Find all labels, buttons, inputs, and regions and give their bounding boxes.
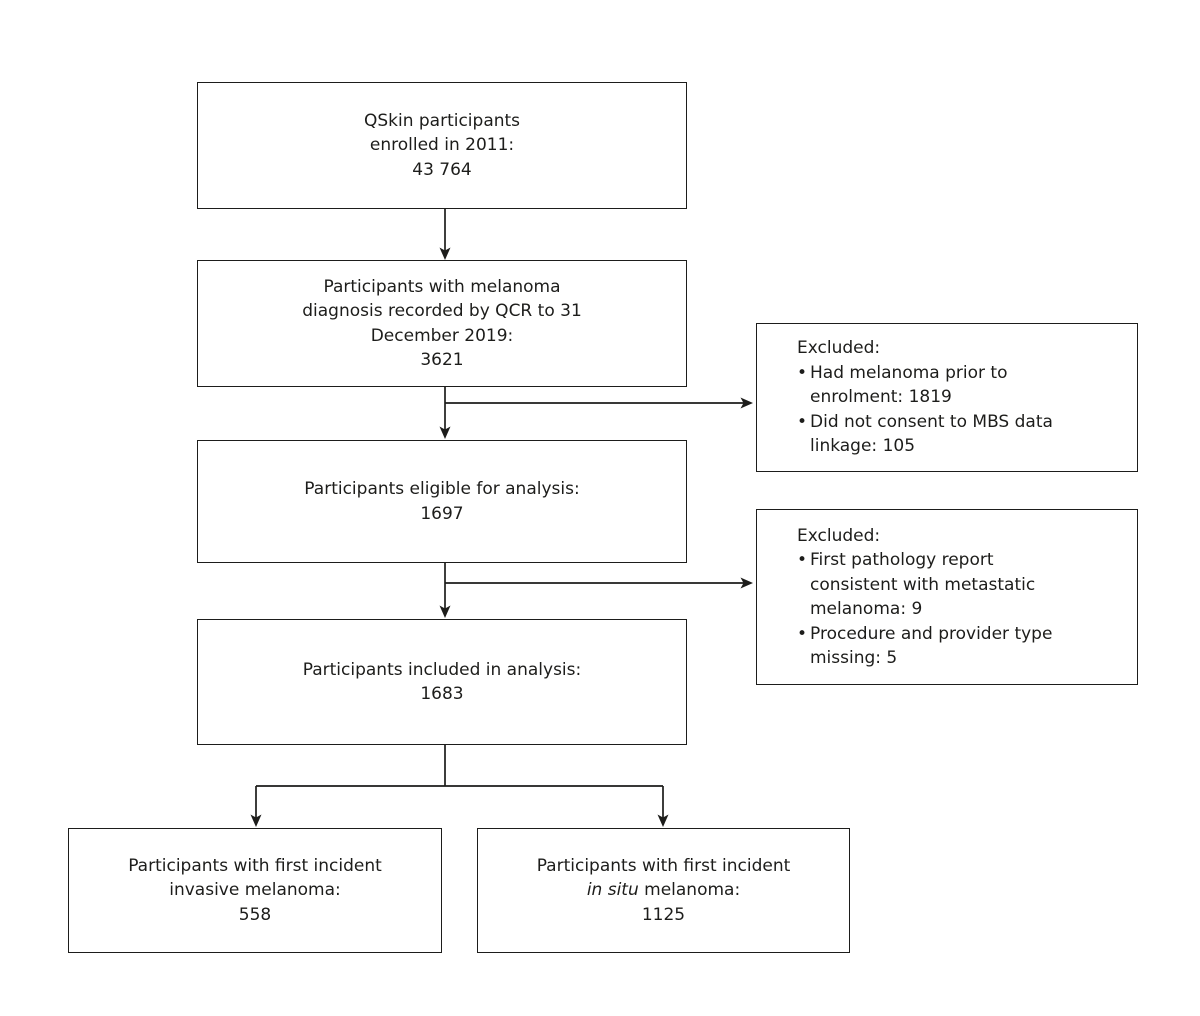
excluded-second-item-2: • Procedure and provider type missing: 5: [797, 622, 1052, 671]
arrow-enrolled-to-diagnosed: [439, 209, 451, 260]
in-situ-rest-text: melanoma:: [638, 880, 741, 901]
excluded-first-item-2-line-1: Did not consent to MBS data: [810, 411, 1053, 432]
box-invasive-melanoma: Participants with first incident invasiv…: [68, 828, 442, 953]
bullet-icon: •: [797, 550, 808, 570]
box-diagnosed: Participants with melanoma diagnosis rec…: [197, 260, 687, 387]
box-enrolled: QSkin participants enrolled in 2011: 43 …: [197, 82, 687, 209]
arrow-branch-to-excluded-second: [445, 577, 753, 589]
excluded-second-item-1: • First pathology report consistent with…: [797, 548, 1035, 622]
box-diagnosed-count: 3621: [420, 350, 464, 370]
excluded-first-item-2-line-2: linkage: 105: [810, 436, 916, 457]
in-situ-line-2: in situ melanoma:: [587, 878, 740, 903]
arrow-diagnosed-to-eligible: [439, 387, 451, 439]
in-situ-italic-text: in situ: [586, 880, 639, 901]
box-included-line-1: Participants included in analysis:: [302, 659, 582, 680]
box-excluded-second: Excluded: • First pathology report consi…: [756, 509, 1138, 685]
excluded-first-item-2: • Did not consent to MBS data linkage: 1…: [797, 410, 1053, 459]
invasive-line-2: invasive melanoma:: [169, 880, 341, 901]
arrow-eligible-to-included: [439, 563, 451, 618]
excluded-second-item-1-line-3: melanoma: 9: [810, 599, 923, 619]
excluded-second-item-1-line-1: First pathology report: [810, 550, 994, 570]
excluded-first-item-1-line-1: Had melanoma prior to: [810, 362, 1008, 383]
excluded-second-item-1-line-2: consistent with metastatic: [810, 574, 1036, 595]
box-in-situ-melanoma: Participants with first incident in situ…: [477, 828, 850, 953]
excluded-second-item-2-line-1: Procedure and provider type: [810, 623, 1053, 644]
bullet-icon: •: [797, 362, 808, 383]
excluded-second-item-2-line-2: missing: 5: [810, 648, 898, 668]
box-enrolled-line-1: QSkin participants: [363, 110, 521, 131]
box-eligible: Participants eligible for analysis: 1697: [197, 440, 687, 563]
box-included: Participants included in analysis: 1683: [197, 619, 687, 745]
excluded-first-item-1-line-2: enrolment: 1819: [810, 387, 952, 408]
box-eligible-line-1: Participants eligible for analysis:: [304, 479, 580, 499]
box-diagnosed-line-1: Participants with melanoma: [323, 276, 561, 297]
invasive-count: 558: [238, 904, 272, 925]
arrow-branch-to-excluded-first: [445, 397, 753, 409]
bullet-icon: •: [797, 623, 808, 644]
excluded-first-item-1: • Had melanoma prior to enrolment: 1819: [797, 361, 1007, 410]
box-excluded-first: Excluded: • Had melanoma prior to enrolm…: [756, 323, 1138, 472]
box-diagnosed-line-3: December 2019:: [370, 325, 514, 346]
invasive-line-1: Participants with first incident: [128, 855, 382, 876]
arrow-split-to-bottom-boxes: [250, 745, 669, 827]
box-diagnosed-line-2: diagnosis recorded by QCR to 31: [302, 301, 582, 321]
box-enrolled-count: 43 764: [412, 159, 472, 180]
box-eligible-count: 1697: [420, 503, 464, 524]
excluded-second-title: Excluded:: [797, 525, 881, 546]
box-enrolled-line-2: enrolled in 2011:: [369, 135, 515, 156]
box-included-count: 1683: [420, 684, 464, 704]
in-situ-line-1: Participants with first incident: [536, 855, 791, 876]
excluded-first-title: Excluded:: [797, 338, 881, 359]
in-situ-count: 1125: [641, 904, 686, 925]
bullet-icon: •: [797, 411, 808, 432]
